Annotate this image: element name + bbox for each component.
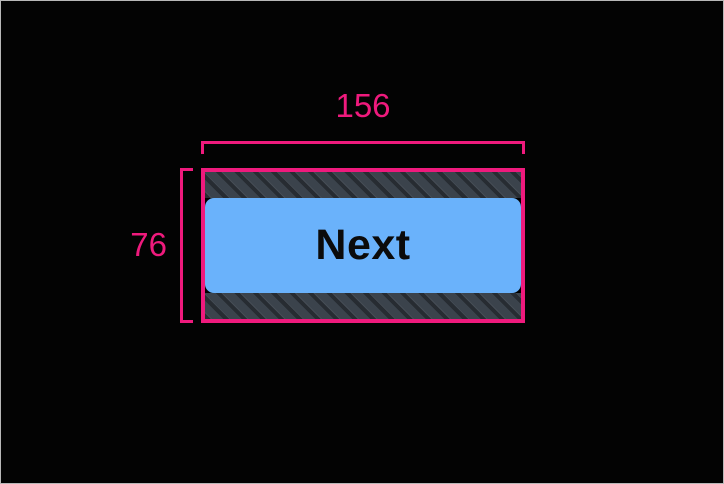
width-measurement-label: 156	[335, 87, 391, 124]
element-highlight-box[interactable]: Next	[201, 168, 525, 323]
next-button-label: Next	[315, 221, 411, 269]
height-measurement-label: 76	[130, 226, 167, 263]
padding-region-top	[205, 172, 521, 198]
padding-region-bottom	[205, 293, 521, 319]
next-button[interactable]: Next	[205, 198, 521, 293]
height-measurement-bracket	[180, 168, 193, 323]
width-measurement-bracket	[201, 141, 525, 154]
